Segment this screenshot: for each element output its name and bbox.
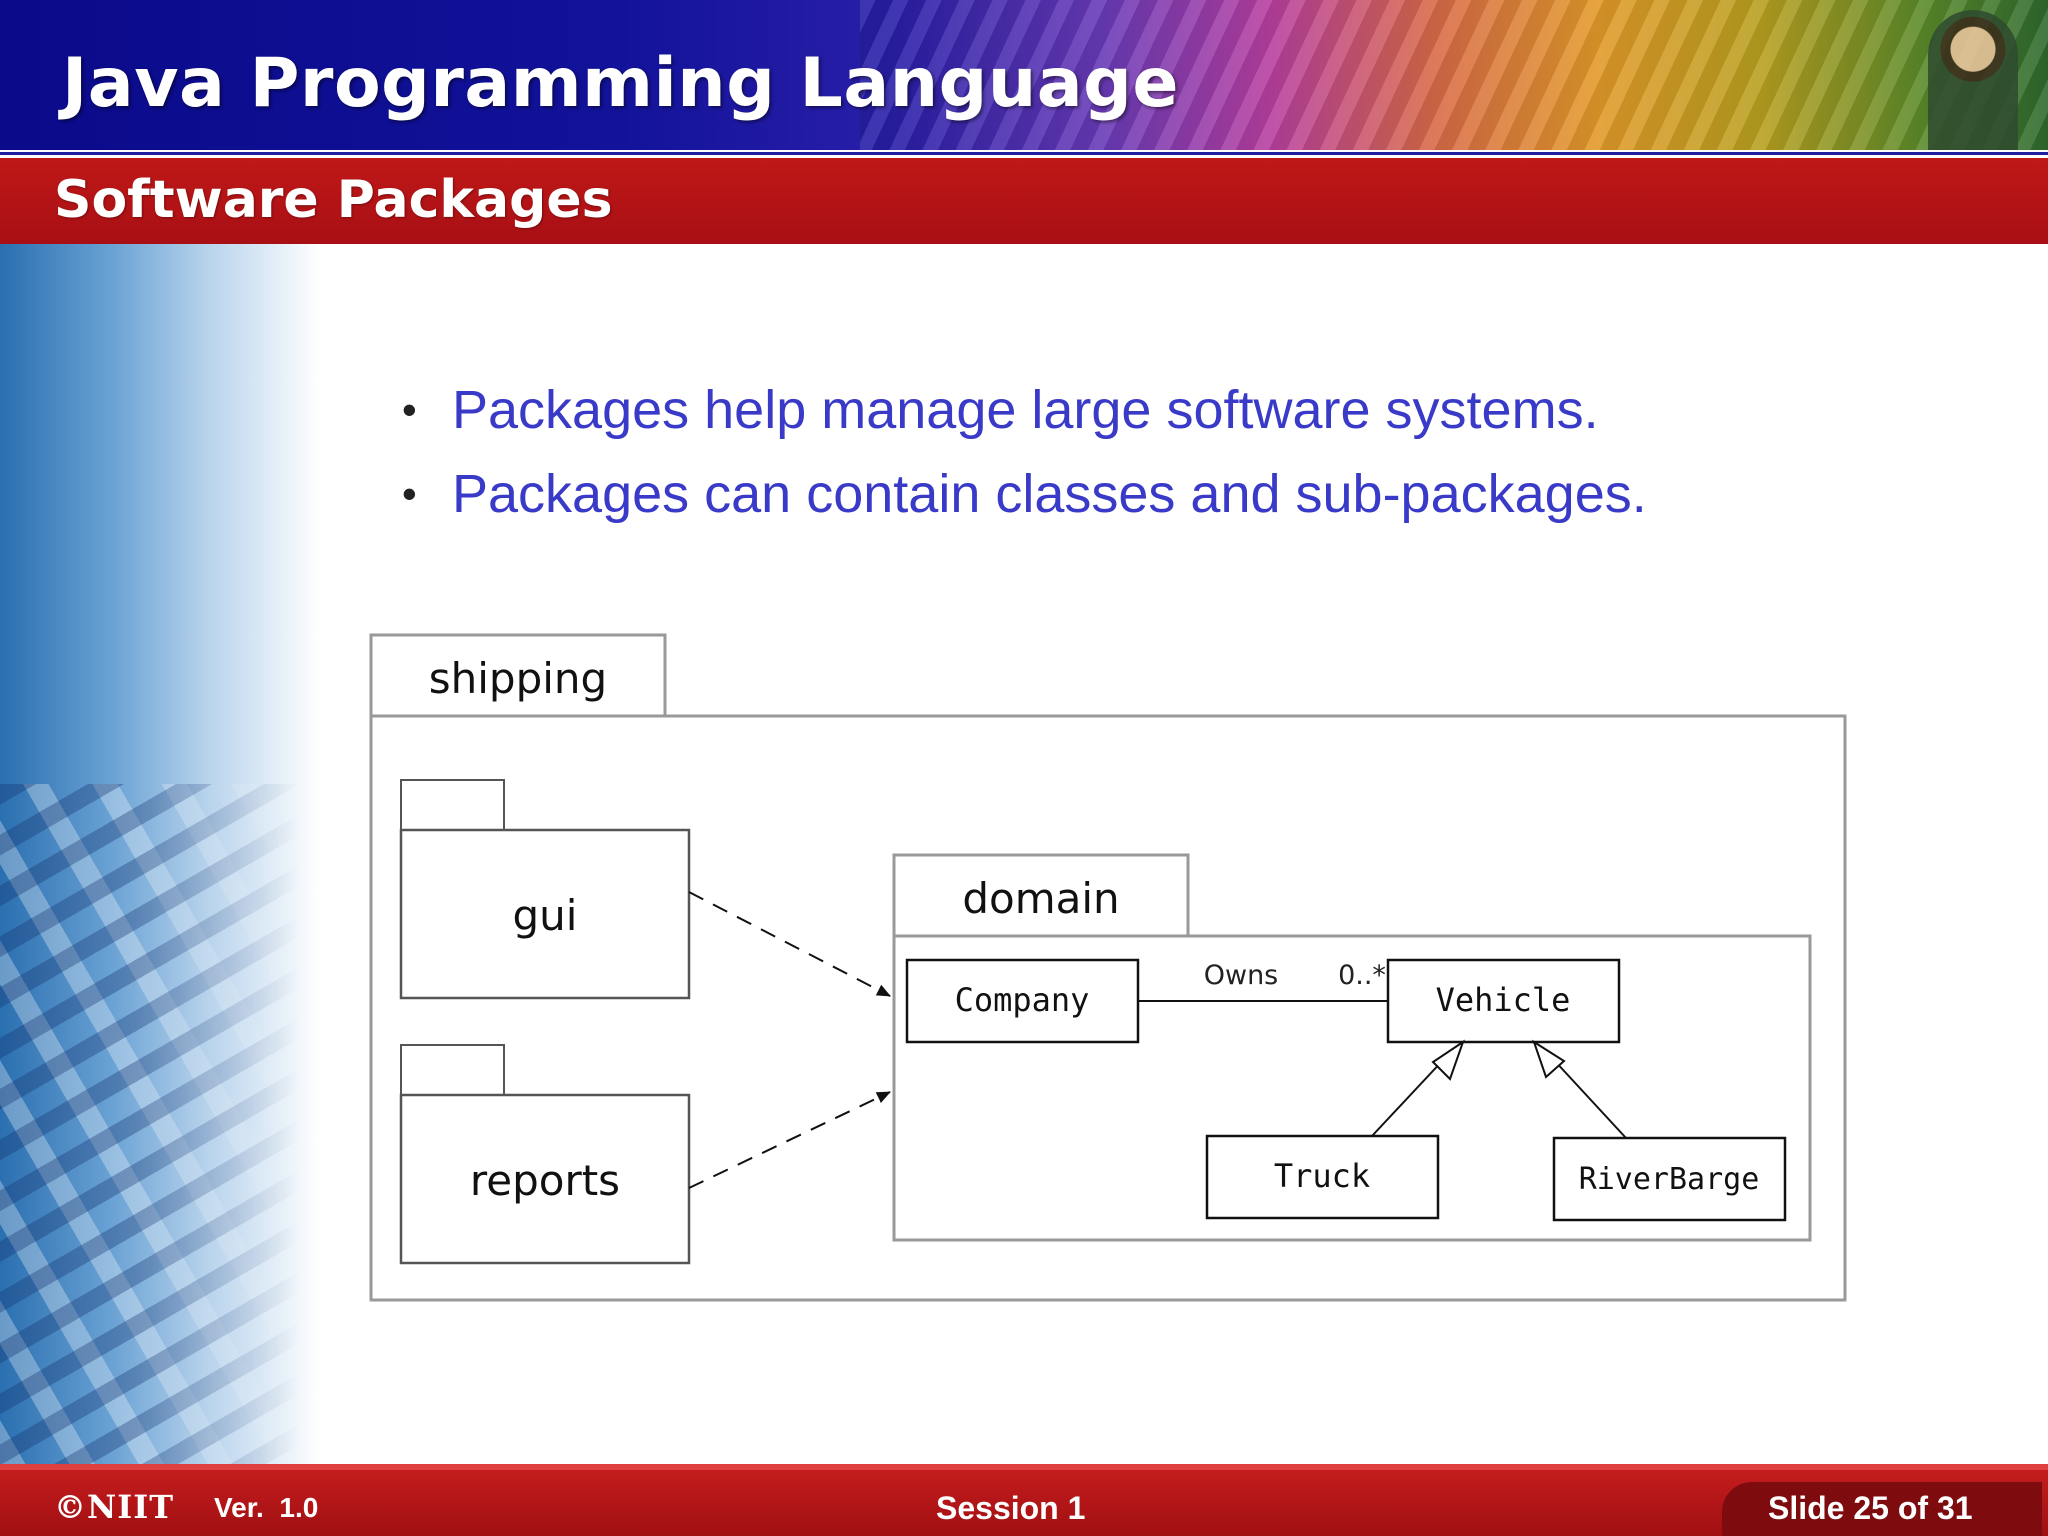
bullet-icon: •: [402, 470, 417, 517]
bullet-text: Packages can contain classes and sub-pac…: [452, 464, 1647, 524]
truck-inheritance-arrowhead: [1431, 1039, 1465, 1081]
footer-bar: ©NIIT Ver. 1.0 Session 1 Slide 25 of 31: [0, 1464, 2048, 1536]
domain-package-tab: [892, 853, 1190, 938]
bullet-text: Packages help manage large software syst…: [452, 380, 1599, 440]
vehicle-class-label: Vehicle: [1436, 981, 1571, 1019]
truck-class-label: Truck: [1274, 1157, 1370, 1195]
bullet-icon: •: [402, 386, 417, 433]
multiplicity-label: 0..*: [1338, 960, 1386, 991]
slide-topic-title: Software Packages: [54, 170, 613, 230]
riverbarge-inheritance-line: [1552, 1058, 1627, 1139]
reports-package-tab: [400, 1044, 505, 1096]
header-divider-line: [0, 152, 2048, 155]
reports-package-label: reports: [470, 1156, 620, 1205]
association-label: Owns: [1204, 960, 1279, 991]
riverbarge-class-label: RiverBarge: [1579, 1162, 1760, 1197]
footer-divider: [0, 1464, 2048, 1470]
bullet-item: • Packages help manage large software sys…: [400, 368, 1647, 452]
truck-class-box: [1205, 1134, 1440, 1220]
bullet-item: • Packages can contain classes and sub-pa…: [400, 452, 1647, 536]
version-label: Ver. 1.0: [214, 1492, 319, 1523]
shipping-package-label: shipping: [429, 654, 607, 703]
circuit-keyboard-image: [0, 784, 300, 1464]
company-class-label: Company: [955, 981, 1090, 1019]
gui-dependency-arrow: [688, 891, 891, 997]
vehicle-class-box: [1386, 958, 1621, 1044]
bullet-list: • Packages help manage large software sys…: [400, 368, 1647, 536]
session-label: Session 1: [936, 1490, 1086, 1526]
slide-counter-box: [1722, 1482, 2042, 1536]
subtitle-bar: [0, 158, 2048, 244]
left-decorative-artwork: [0, 244, 320, 1464]
banner-artwork: [860, 0, 2048, 150]
company-class-box: [905, 958, 1140, 1044]
gui-package-label: gui: [513, 891, 578, 940]
reports-package-body: [399, 1093, 691, 1265]
banner-person-image: [1928, 10, 2018, 150]
niit-logo: ©NIIT: [54, 1488, 174, 1526]
package-diagram: shipping gui reports domain Company Vehi…: [369, 633, 1847, 1302]
slide-counter: Slide 25 of 31: [1768, 1490, 1973, 1526]
gui-package-body: [399, 828, 691, 1000]
slide-course-title: Java Programming Language: [62, 44, 1179, 123]
domain-package-label: domain: [962, 874, 1119, 923]
riverbarge-inheritance-arrowhead: [1532, 1039, 1566, 1079]
riverbarge-class-box: [1552, 1136, 1787, 1222]
gui-package-tab: [400, 779, 505, 831]
title-banner: [0, 0, 2048, 150]
truck-inheritance-line: [1371, 1057, 1446, 1137]
reports-dependency-arrow: [688, 1091, 891, 1189]
